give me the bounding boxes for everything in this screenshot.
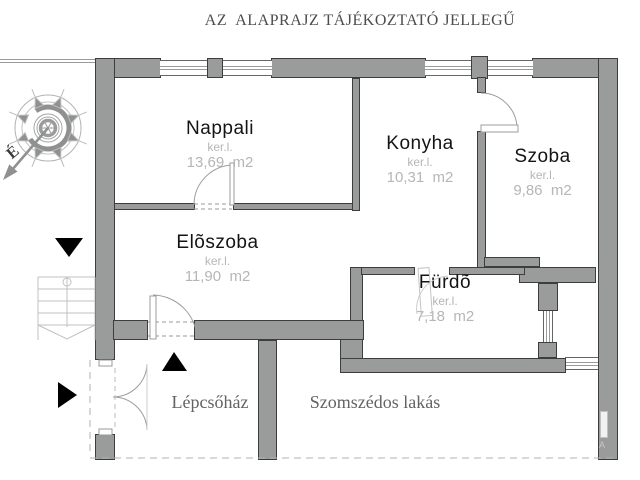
stairs-icon [37,276,96,340]
area-value-furdo: 7,18 m2 [415,308,475,325]
wall-stairwell-divider [258,340,277,460]
wall-left [95,58,115,360]
wall-shaft-north [519,267,596,283]
room-label-szoba: Szoba ker.l. 9,86 m2 [480,146,605,200]
wall-niche [600,411,608,438]
plan-title: AZ ALAPRAJZ TÁJÉKOZTATÓ JELLEGŰ [204,12,516,29]
room-name-furdo: Fürdõ [418,272,472,293]
wall-eloszoba-south-left [113,320,148,340]
arrow-right-marker-icon [58,382,77,408]
wall-furdo-north-right [449,267,525,275]
area-label-furdo: ker.l. [432,294,458,308]
stairwell-label: Lépcsőház [171,392,249,412]
arrow-down-marker-icon [55,238,83,257]
area-label-konyha: ker.l. [407,155,433,169]
door-entrance [148,294,198,340]
wall-right [598,58,618,460]
room-name-nappali: Nappali [186,118,254,139]
room-label-eloszoba: Elõszoba ker.l. 11,90 m2 [130,232,305,286]
room-name-eloszoba: Elõszoba [176,232,259,253]
room-name-konyha: Konyha [386,133,454,154]
north-label: É [3,142,23,163]
window-mullion-konyha [471,56,488,79]
area-value-nappali: 13,69 m2 [186,154,254,171]
wall-shaft-west-lower [538,342,557,358]
window-shaft-south [565,357,598,370]
area-value-szoba: 9,86 m2 [513,182,572,199]
area-value-eloszoba: 11,90 m2 [184,268,251,285]
arrow-up-marker-icon [162,352,187,371]
wall-furdo-north-left [361,267,415,275]
neighbor-label: Szomszédos lakás [309,392,441,412]
wall-marker-label: A [599,440,606,450]
wall-eloszoba-south-right [194,320,364,340]
wall-nappali-south-left [114,203,195,210]
wall-furdo-south [340,358,566,373]
room-label-furdo: Fürdõ ker.l. 7,18 m2 [375,272,515,326]
wall-left-bottom-block [95,434,115,460]
window-mullion-nappali [207,58,223,78]
wall-szoba-south [484,257,540,267]
area-label-nappali: ker.l. [207,140,233,154]
area-label-eloszoba: ker.l. [204,254,231,268]
wall-nappali-south-right [233,203,353,210]
door-jamb-szoba [477,77,486,93]
area-value-konyha: 10,31 m2 [386,169,454,186]
boundary-line [0,59,96,63]
door-szoba [480,92,519,133]
compass-rose-icon [3,89,87,180]
partition-nappali-konyha [352,78,360,211]
room-name-szoba: Szoba [514,146,571,167]
area-label-szoba: ker.l. [529,168,556,182]
room-label-nappali: Nappali ker.l. 13,69 m2 [130,118,310,172]
window-shaft-west [543,311,553,343]
room-label-konyha: Konyha ker.l. 10,31 m2 [340,133,500,187]
north-arrow-head [3,164,18,180]
wall-shaft-west-upper [538,283,558,311]
wall-top-middle [271,58,426,78]
